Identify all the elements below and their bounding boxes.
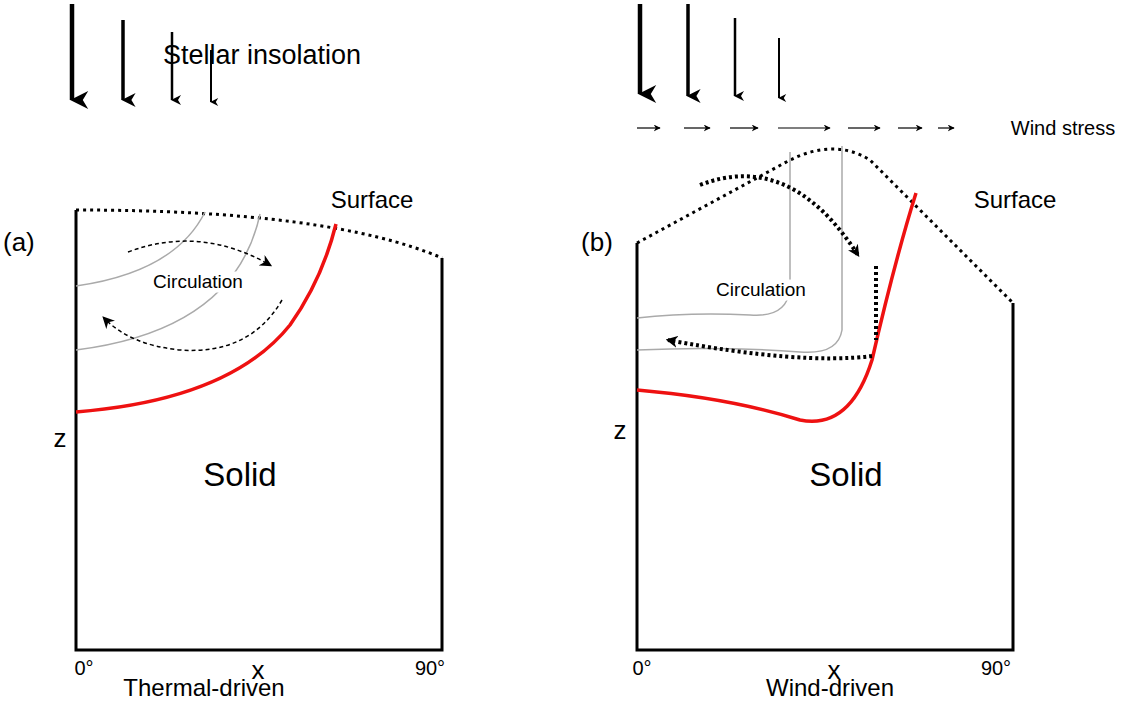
tick-label: 0° <box>632 657 651 679</box>
tick-label: 90° <box>415 657 445 679</box>
panel-a <box>76 210 442 650</box>
axis-label: Wind stress <box>1011 117 1115 139</box>
tick-label: 0° <box>74 657 93 679</box>
caption-label: Wind-driven <box>766 675 894 701</box>
surface-label: Surface <box>331 187 414 213</box>
axis-label: z <box>614 416 627 445</box>
panel-b <box>637 146 1013 650</box>
circulation-label: Circulation <box>151 272 245 293</box>
axis-label: z <box>54 424 67 453</box>
caption-label: Thermal-driven <box>123 675 284 701</box>
panel-label: (b) <box>581 228 613 257</box>
wind-stress-arrows <box>637 127 954 128</box>
tick-label: 90° <box>981 657 1011 679</box>
circulation-label: Circulation <box>714 280 808 301</box>
panel-label: (a) <box>3 228 35 257</box>
surface-label: Surface <box>974 187 1057 213</box>
region-label: Solid <box>809 457 882 493</box>
insolation-arrows <box>640 4 779 98</box>
title-label: Stellar insolation <box>163 41 361 71</box>
region-label: Solid <box>203 457 276 493</box>
